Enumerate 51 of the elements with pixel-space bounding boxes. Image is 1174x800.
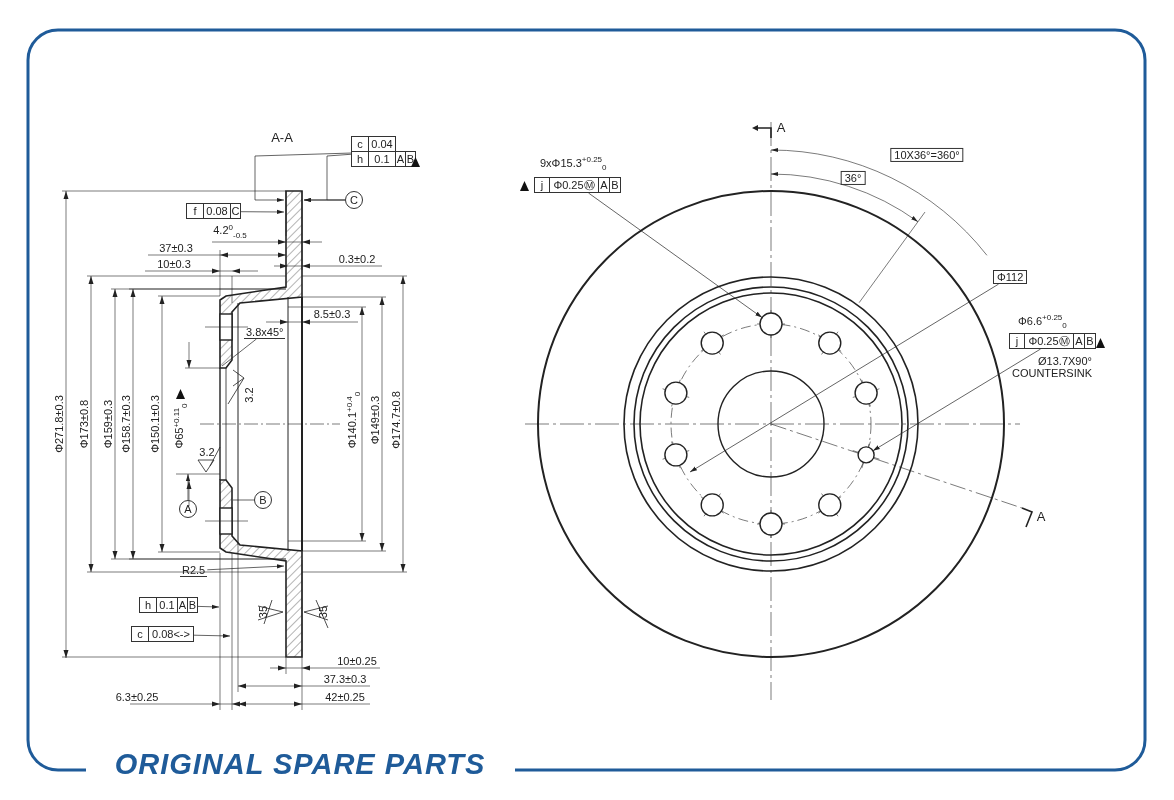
bolt-hole	[857, 446, 875, 464]
frame-cell: j	[534, 177, 550, 193]
frame-cell: Φ0.25Ⓜ	[1024, 333, 1074, 349]
dimension-text: 3.8x45°	[244, 326, 286, 339]
dimension-text: 6.3±0.25	[115, 690, 159, 704]
frame-cell: B	[187, 597, 198, 613]
dimension-text: Φ112	[993, 270, 1028, 285]
frame-cell: B	[1084, 333, 1096, 349]
dimension-text: Φ159±0.3	[101, 399, 115, 449]
dimension-text: Φ271.8±0.3	[52, 395, 66, 453]
dimension-text: 0.3±0.2	[338, 252, 376, 266]
dimension-text: 42±0.25	[325, 690, 365, 704]
frame-cell: h	[139, 597, 157, 613]
frame-cell: c	[351, 136, 369, 152]
leader-line	[232, 499, 255, 501]
dimension-text: Φ149±0.3	[368, 395, 382, 445]
leader-line	[221, 338, 257, 367]
frame-cell: C	[230, 203, 241, 219]
frame-cell: j	[1009, 333, 1025, 349]
dimension-text: 35	[316, 605, 330, 619]
frame-cell: f	[186, 203, 204, 219]
frame-cell: Φ0.25Ⓜ	[549, 177, 599, 193]
dimension-text: 10±0.3	[157, 257, 191, 271]
view-title: A-A	[271, 130, 293, 146]
dimension-text: 10±0.25	[337, 654, 377, 668]
dimension-text: Φ173±0.8	[77, 399, 91, 449]
frame-cell: 0.08	[203, 203, 231, 219]
dimension-text: 37.3±0.3	[323, 672, 367, 686]
dimension-text: 8.5±0.3	[313, 307, 351, 321]
dimension-text: 35	[256, 605, 270, 619]
frame-cell: A	[1073, 333, 1085, 349]
frame-cell: 0.08<->	[148, 626, 194, 642]
dimension-text: R2.5	[180, 564, 208, 577]
section-mark: A	[776, 120, 786, 136]
dimension-text: Ø13.7X90° COUNTERSINK	[1010, 355, 1092, 380]
frame-cell: A	[598, 177, 610, 193]
dimension-text: 37±0.3	[159, 241, 193, 255]
section-mark: A	[1036, 509, 1046, 525]
frame-cell: 0.04	[368, 136, 396, 152]
dimension-text: Φ174.7±0.8	[389, 391, 403, 449]
frame-cell: c	[131, 626, 149, 642]
frame-cell: A	[395, 151, 406, 167]
frame-cell: A	[177, 597, 188, 613]
bolt-hole	[759, 312, 783, 336]
frame-cell: B	[609, 177, 621, 193]
dimension-text: Φ158.7±0.3	[119, 395, 133, 453]
dimension-text: Φ150.1±0.3	[148, 395, 162, 453]
dimension-text: 3.2	[242, 387, 256, 403]
frame-cell: 0.1	[156, 597, 178, 613]
frame-cell: h	[351, 151, 369, 167]
dimension-text: 3.2	[199, 445, 215, 459]
